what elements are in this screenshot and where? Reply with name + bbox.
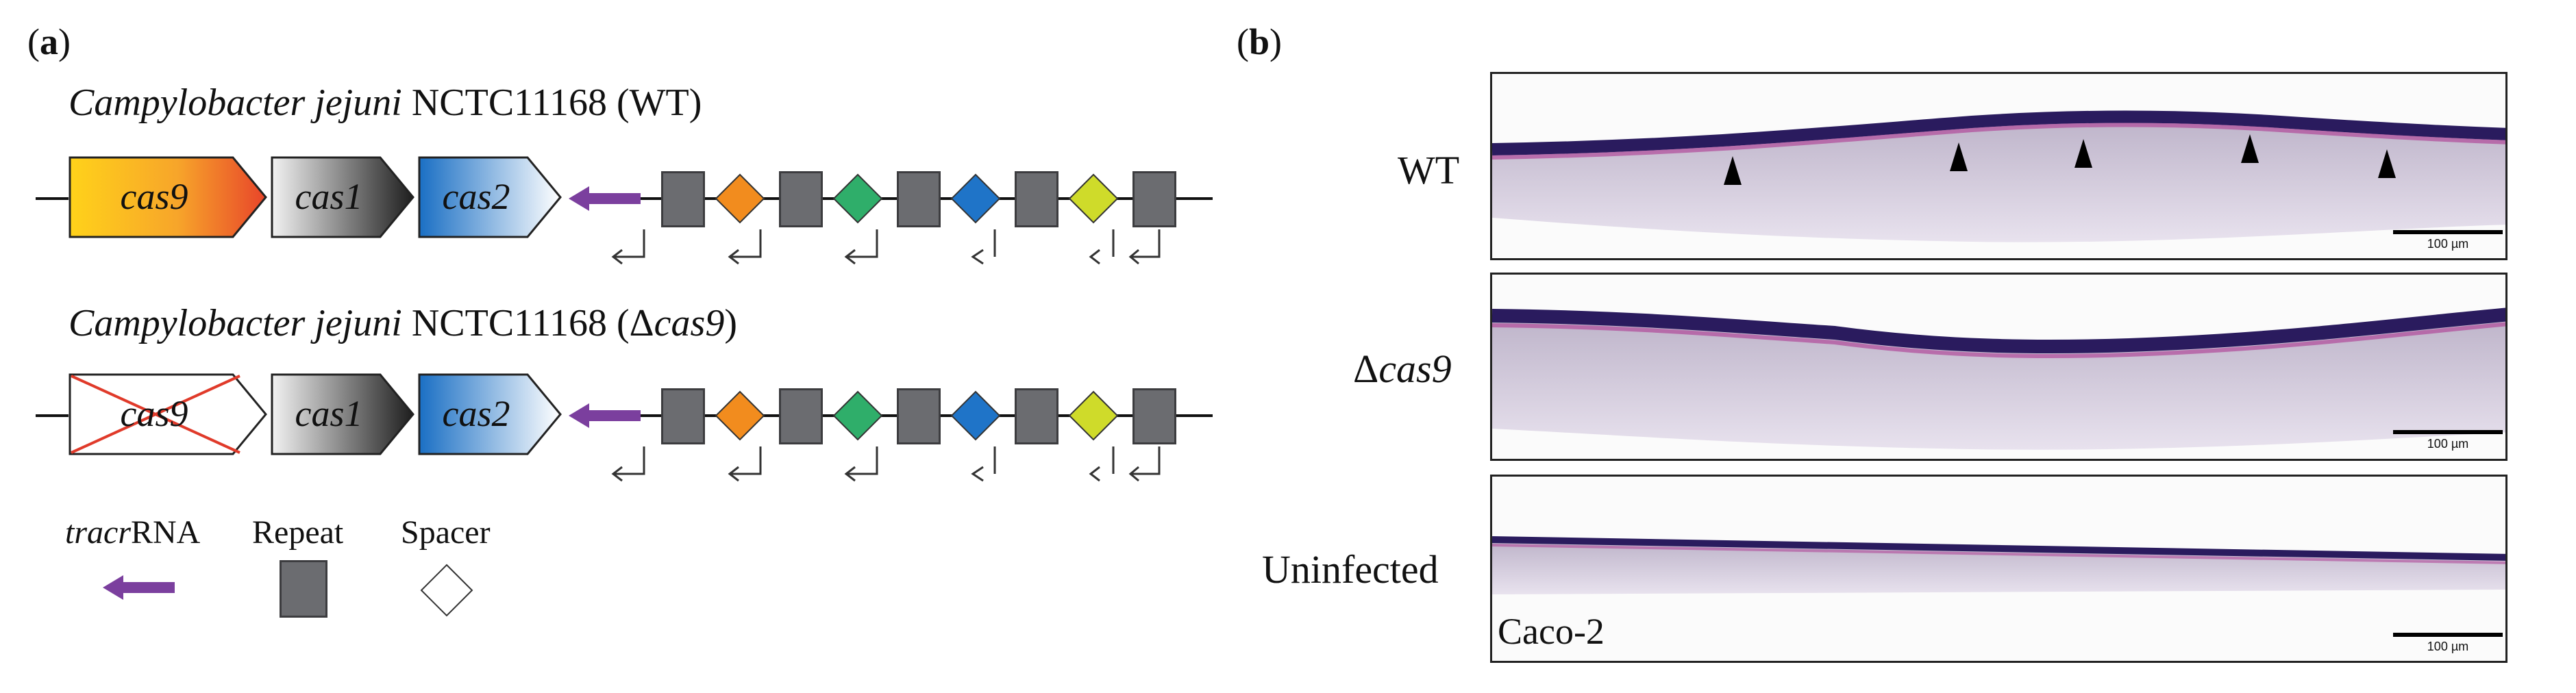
repeat-block xyxy=(1015,388,1058,444)
legend-spacer-label: Spacer xyxy=(401,514,491,551)
cas2-gene: cas2 xyxy=(418,373,562,455)
operon-baseline xyxy=(36,197,69,200)
arrowhead-marker xyxy=(2378,149,2396,178)
promoter-arrows xyxy=(611,446,1161,482)
spacer-yellow xyxy=(1068,390,1119,441)
scale-bar-label: 100 µm xyxy=(2427,237,2469,251)
cas9-deleted-gene: cas9 xyxy=(69,373,267,455)
row-label-uninfected: Uninfected xyxy=(1262,547,1439,592)
scale-bar xyxy=(2393,230,2503,234)
repeat-block xyxy=(661,388,705,444)
panel-b-label: (b) xyxy=(1237,21,1283,62)
legend-tracr-label: tracrRNA xyxy=(65,514,201,551)
panel-a-label: (a) xyxy=(27,21,71,62)
cas1-gene: cas1 xyxy=(271,156,414,238)
tracr-rna-arrow xyxy=(569,185,644,216)
tracr-rna-arrow xyxy=(569,402,644,433)
cas9-label: cas9 xyxy=(120,176,188,217)
spacer-blue xyxy=(950,390,1001,441)
wt-operon-title: Campylobacter jejuni NCTC11168 (WT) xyxy=(69,81,702,124)
mutant-operon-title: Campylobacter jejuni NCTC11168 (Δcas9) xyxy=(69,302,737,344)
repeat-block xyxy=(897,388,941,444)
scale-bar-label: 100 µm xyxy=(2427,437,2469,451)
spacer-green xyxy=(832,173,883,224)
cas1-label: cas1 xyxy=(295,393,363,434)
arrowhead-marker xyxy=(1724,156,1742,185)
legend-repeat-swatch xyxy=(280,560,327,618)
scale-bar-label: 100 µm xyxy=(2427,640,2469,653)
micrograph-delta-cas9: 100 µm xyxy=(1490,273,2507,461)
repeat-block xyxy=(1015,171,1058,227)
repeat-block xyxy=(1132,171,1176,227)
micrograph-uninfected: Caco-2 100 µm xyxy=(1490,475,2507,663)
scale-bar xyxy=(2393,633,2503,637)
cas2-label: cas2 xyxy=(442,176,510,217)
arrowhead-marker xyxy=(2075,139,2092,168)
cas2-label: cas2 xyxy=(442,393,510,434)
spacer-orange xyxy=(715,390,765,441)
spacer-green xyxy=(832,390,883,441)
repeat-block xyxy=(779,388,823,444)
arrowhead-marker xyxy=(1950,142,1968,171)
repeat-block xyxy=(897,171,941,227)
row-label-delta-cas9: Δcas9 xyxy=(1353,346,1452,391)
operon-baseline xyxy=(36,414,69,417)
row-label-wt: WT xyxy=(1398,148,1460,192)
spacer-blue xyxy=(950,173,1001,224)
repeat-block xyxy=(661,171,705,227)
spacer-yellow xyxy=(1068,173,1119,224)
repeat-block xyxy=(1132,388,1176,444)
cas1-gene: cas1 xyxy=(271,373,414,455)
legend-spacer-swatch xyxy=(420,564,473,617)
cas2-gene: cas2 xyxy=(418,156,562,238)
repeat-block xyxy=(779,171,823,227)
scale-bar xyxy=(2393,430,2503,434)
micrograph-wt: 100 µm xyxy=(1490,72,2507,260)
cell-line-label: Caco-2 xyxy=(1498,611,1605,652)
arrowhead-marker xyxy=(2241,134,2259,163)
cas9-deleted-label: cas9 xyxy=(120,393,188,434)
promoter-arrows xyxy=(611,229,1161,265)
cas1-label: cas1 xyxy=(295,176,363,217)
cas9-gene: cas9 xyxy=(69,156,267,238)
legend-tracr-arrow xyxy=(103,575,175,600)
spacer-orange xyxy=(715,173,765,224)
legend-repeat-label: Repeat xyxy=(252,514,344,551)
